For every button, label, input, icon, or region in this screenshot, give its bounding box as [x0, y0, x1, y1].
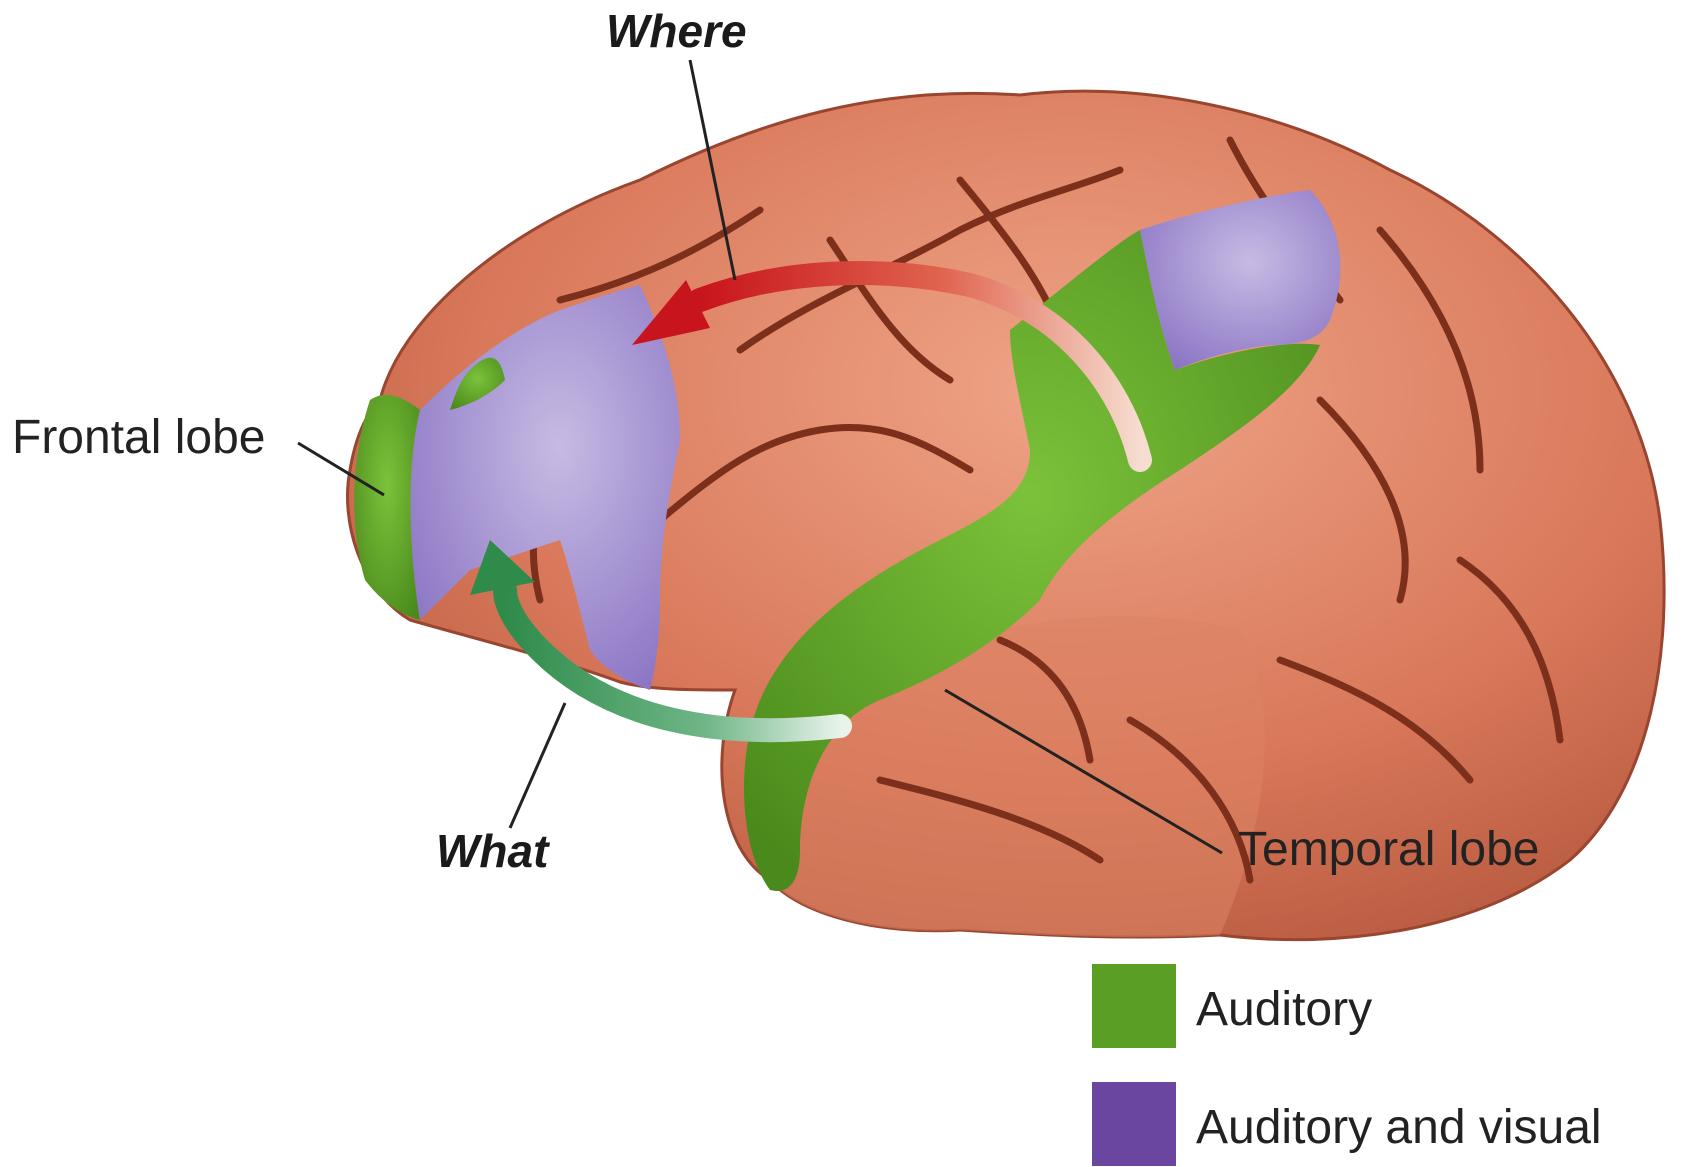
legend-swatch-auditory [1092, 964, 1176, 1048]
auditory-region-frontal [354, 395, 420, 620]
frontal-lobe-label: Frontal lobe [12, 414, 265, 462]
where-label: Where [606, 8, 747, 54]
legend-label-auditory-visual: Auditory and visual [1196, 1104, 1602, 1152]
what-label: What [436, 828, 548, 874]
legend-swatch-auditory-visual [1092, 1082, 1176, 1166]
temporal-lobe-label: Temporal lobe [1238, 826, 1540, 874]
legend-label-auditory: Auditory [1196, 986, 1372, 1034]
